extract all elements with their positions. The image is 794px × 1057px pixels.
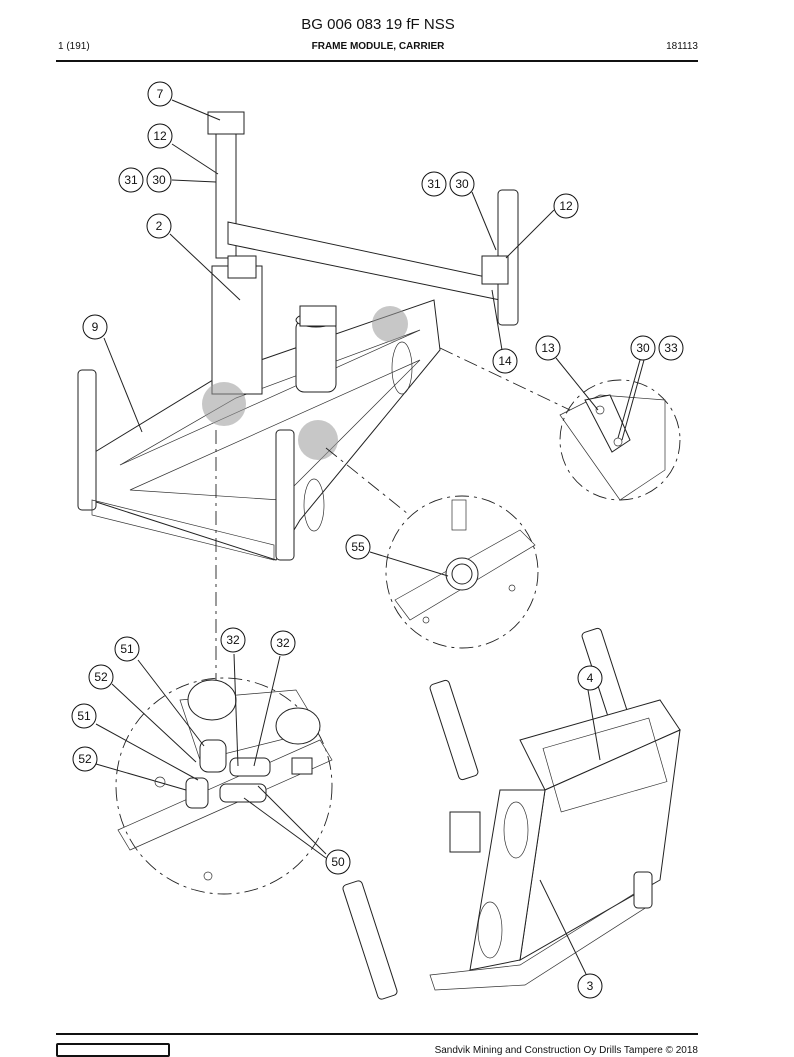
footer-copyright: Sandvik Mining and Construction Oy Drill… — [434, 1045, 698, 1056]
frame-rear-view — [342, 627, 681, 1000]
svg-text:4: 4 — [587, 671, 594, 685]
callout-50: 50 — [325, 849, 351, 875]
svg-text:32: 32 — [226, 633, 240, 647]
svg-text:9: 9 — [92, 320, 99, 334]
callout-3: 3 — [577, 973, 603, 999]
svg-text:30: 30 — [455, 177, 469, 191]
callout-13: 13 — [535, 335, 561, 361]
callout-30-left: 30 — [146, 167, 172, 193]
callout-52-top: 52 — [88, 664, 114, 690]
callout-30-right: 30 — [449, 171, 475, 197]
callout-14: 14 — [492, 348, 518, 374]
svg-text:51: 51 — [77, 709, 91, 723]
svg-text:31: 31 — [427, 177, 441, 191]
svg-text:30: 30 — [152, 173, 166, 187]
callout-33: 33 — [658, 335, 684, 361]
svg-text:14: 14 — [498, 354, 512, 368]
callout-32-left: 32 — [220, 627, 246, 653]
detail-view-13 — [439, 347, 681, 501]
svg-text:52: 52 — [94, 670, 108, 684]
document-code: 181113 — [666, 41, 698, 52]
svg-text:33: 33 — [664, 341, 678, 355]
callout-31-left: 31 — [118, 167, 144, 193]
svg-text:12: 12 — [153, 129, 167, 143]
svg-text:32: 32 — [276, 636, 290, 650]
svg-text:30: 30 — [636, 341, 650, 355]
header-rule — [56, 60, 698, 62]
callout-4: 4 — [577, 665, 603, 691]
callout-2: 2 — [146, 213, 172, 239]
callout-30-detail: 30 — [630, 335, 656, 361]
callout-12-right: 12 — [553, 193, 579, 219]
footer-rule — [56, 1033, 698, 1035]
callout-9: 9 — [82, 314, 108, 340]
svg-text:13: 13 — [541, 341, 555, 355]
svg-text:50: 50 — [331, 855, 345, 869]
exploded-view-drawing: 7 12 31 30 2 31 30 12 9 13 30 33 14 55 5… — [71, 81, 684, 1000]
svg-text:31: 31 — [124, 173, 138, 187]
svg-text:12: 12 — [559, 199, 573, 213]
callout-51-bottom: 51 — [71, 703, 97, 729]
svg-text:51: 51 — [120, 642, 134, 656]
document-title: BG 006 083 19 fF NSS — [301, 16, 455, 33]
callout-52-bottom: 52 — [72, 746, 98, 772]
svg-text:7: 7 — [157, 87, 164, 101]
svg-text:52: 52 — [78, 752, 92, 766]
callout-55: 55 — [345, 534, 371, 560]
callout-51-top: 51 — [114, 636, 140, 662]
callout-12-left: 12 — [147, 123, 173, 149]
detail-view-55 — [325, 447, 539, 649]
section-title: FRAME MODULE, CARRIER — [311, 41, 445, 52]
svg-text:2: 2 — [156, 219, 163, 233]
detail-view-50 — [115, 430, 333, 895]
main-frame-assembly — [77, 111, 519, 561]
callout-32-right: 32 — [270, 630, 296, 656]
sandvik-logo — [56, 1043, 170, 1057]
page-number: 1 (191) — [58, 41, 90, 52]
svg-text:55: 55 — [351, 540, 365, 554]
callout-7: 7 — [147, 81, 173, 107]
callout-31-right: 31 — [421, 171, 447, 197]
svg-text:3: 3 — [587, 979, 594, 993]
leader-lines — [95, 99, 645, 975]
